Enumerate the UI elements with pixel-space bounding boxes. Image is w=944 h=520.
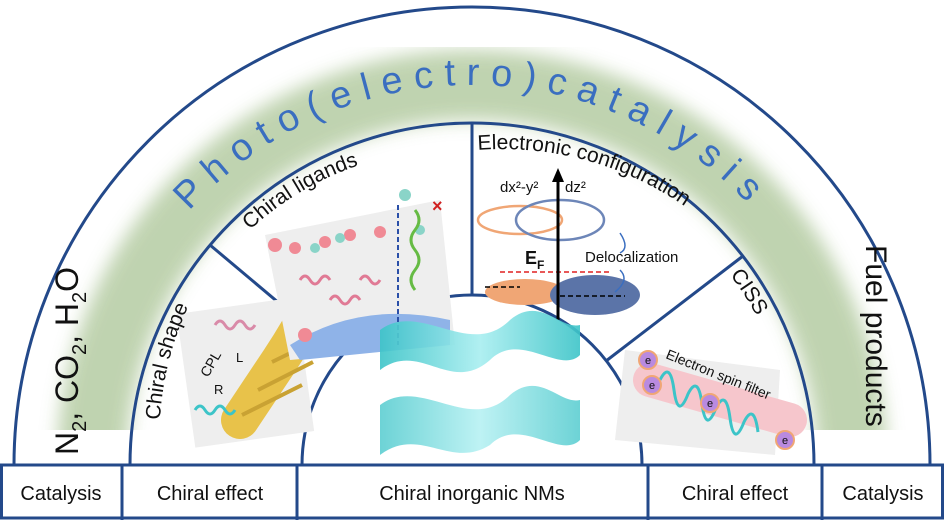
svg-text:dz²: dz² <box>565 179 586 196</box>
ciss-illustration: e e e e Electron spin filter <box>615 346 807 455</box>
svg-text:×: × <box>432 196 443 216</box>
svg-text:L: L <box>236 350 243 365</box>
divider-right <box>605 254 744 363</box>
bottom-label-chiral-effect-right: Chiral effect <box>682 483 789 505</box>
svg-text:e: e <box>645 355 651 367</box>
products-label: Fuel products <box>859 245 892 427</box>
chiral-nanomaterial-helix <box>380 310 580 455</box>
svg-text:e: e <box>707 398 713 410</box>
bottom-label-catalysis-left: Catalysis <box>20 483 101 505</box>
svg-text:e: e <box>649 380 655 392</box>
reactants-label: N2, CO2, H2O <box>49 267 91 455</box>
bottom-bar: Catalysis Chiral effect Chiral inorganic… <box>0 463 944 520</box>
bottom-label-chiral-inorganic-nms: Chiral inorganic NMs <box>379 483 565 505</box>
svg-text:Delocalization: Delocalization <box>585 249 678 266</box>
bottom-label-catalysis-right: Catalysis <box>842 483 923 505</box>
outer-arc <box>12 5 932 466</box>
svg-text:R: R <box>214 382 223 397</box>
title-band <box>57 50 887 466</box>
electronic-configuration-illustration: dx²-y² dz² EF Delocalization <box>476 168 678 320</box>
bottom-label-chiral-effect-left: Chiral effect <box>157 483 264 505</box>
svg-text:e: e <box>782 435 788 447</box>
svg-text:EF: EF <box>525 248 544 272</box>
svg-text:dx²-y²: dx²-y² <box>500 179 538 196</box>
